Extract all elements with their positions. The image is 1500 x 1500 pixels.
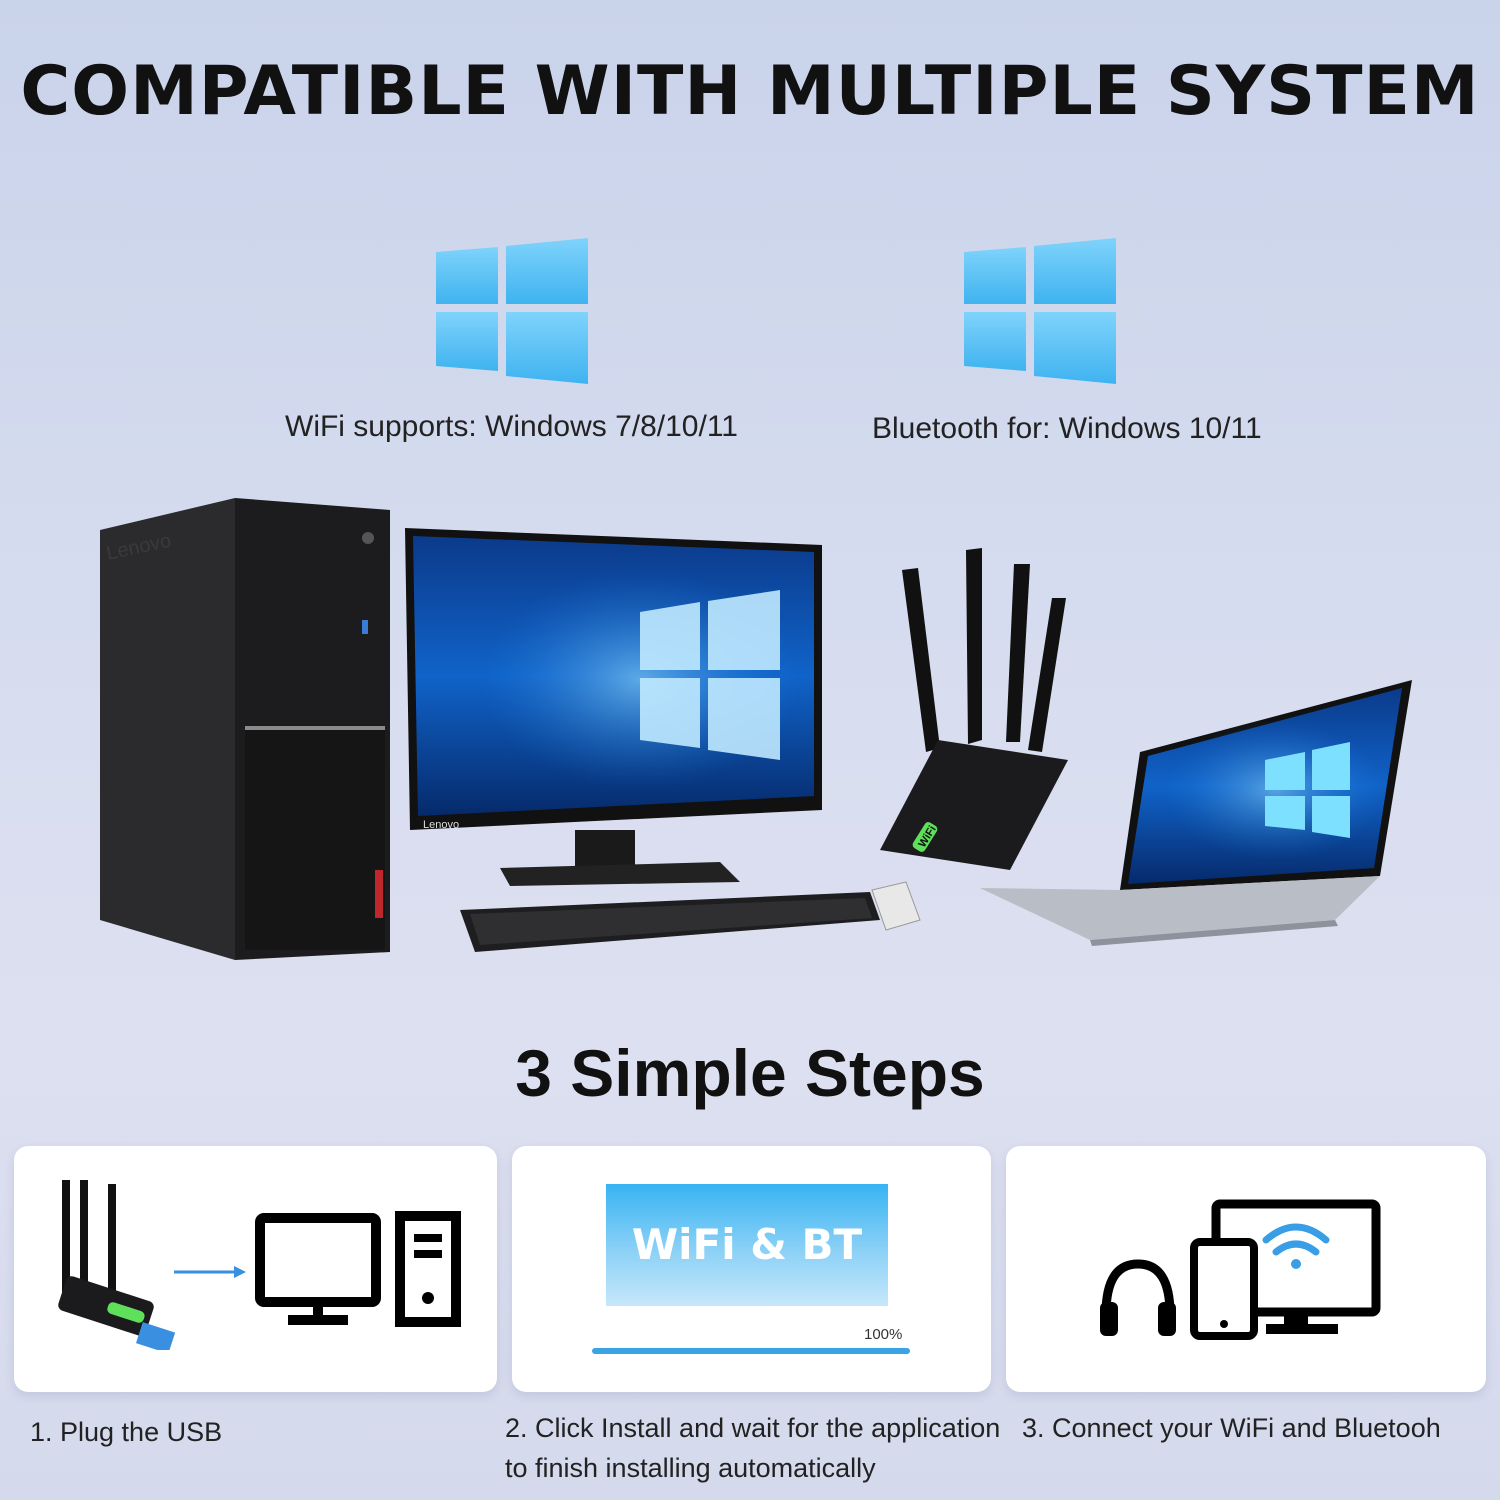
wifi-adapter: WiFi: [871, 548, 1068, 931]
install-progress-fill: [592, 1348, 910, 1354]
desktop-tower: Lenovo: [100, 498, 390, 960]
headphones-icon: [1101, 1259, 1175, 1315]
steps-title: 3 Simple Steps: [515, 1036, 985, 1110]
keyboard: [460, 892, 880, 952]
windows-logo-icon: [436, 238, 588, 384]
laptop: [980, 680, 1412, 946]
wifi-icon: [1262, 1223, 1330, 1256]
plug-usb-illustration: [58, 1180, 461, 1350]
usb-adapter-icon: [58, 1180, 176, 1350]
step-1-text: 1. Plug the USB: [30, 1417, 223, 1447]
windows-logo-icon: [964, 238, 1116, 384]
monitor-brand: Lenovo: [423, 819, 459, 831]
connect-devices-illustration: [1100, 1199, 1381, 1340]
monitor: Lenovo: [405, 528, 822, 886]
product-scene: Lenovo Lenovo WiFi: [100, 498, 1412, 960]
driver-installer-banner: WiFi & BT driver: [606, 1184, 888, 1391]
wifi-support-label: WiFi supports: Windows 7/8/10/11: [285, 410, 738, 443]
page-title: COMPATIBLE WITH MULTIPLE SYSTEM: [20, 52, 1480, 131]
step-3-text: 3. Connect your WiFi and Bluetooh: [1022, 1413, 1441, 1443]
driver-label: WiFi & BT driver: [631, 1220, 863, 1391]
install-progress-bar: [592, 1348, 910, 1354]
bluetooth-support-label: Bluetooth for: Windows 10/11: [872, 412, 1262, 445]
monitor-icon: [255, 1213, 381, 1325]
progress-percent: 100%: [864, 1326, 903, 1343]
step-2-text-line2: to finish installing automatically: [505, 1453, 876, 1483]
pc-tower-icon: [395, 1211, 461, 1327]
step-2-text: 2. Click Install and wait for the applic…: [505, 1413, 1001, 1443]
tablet-icon: [1190, 1238, 1258, 1340]
